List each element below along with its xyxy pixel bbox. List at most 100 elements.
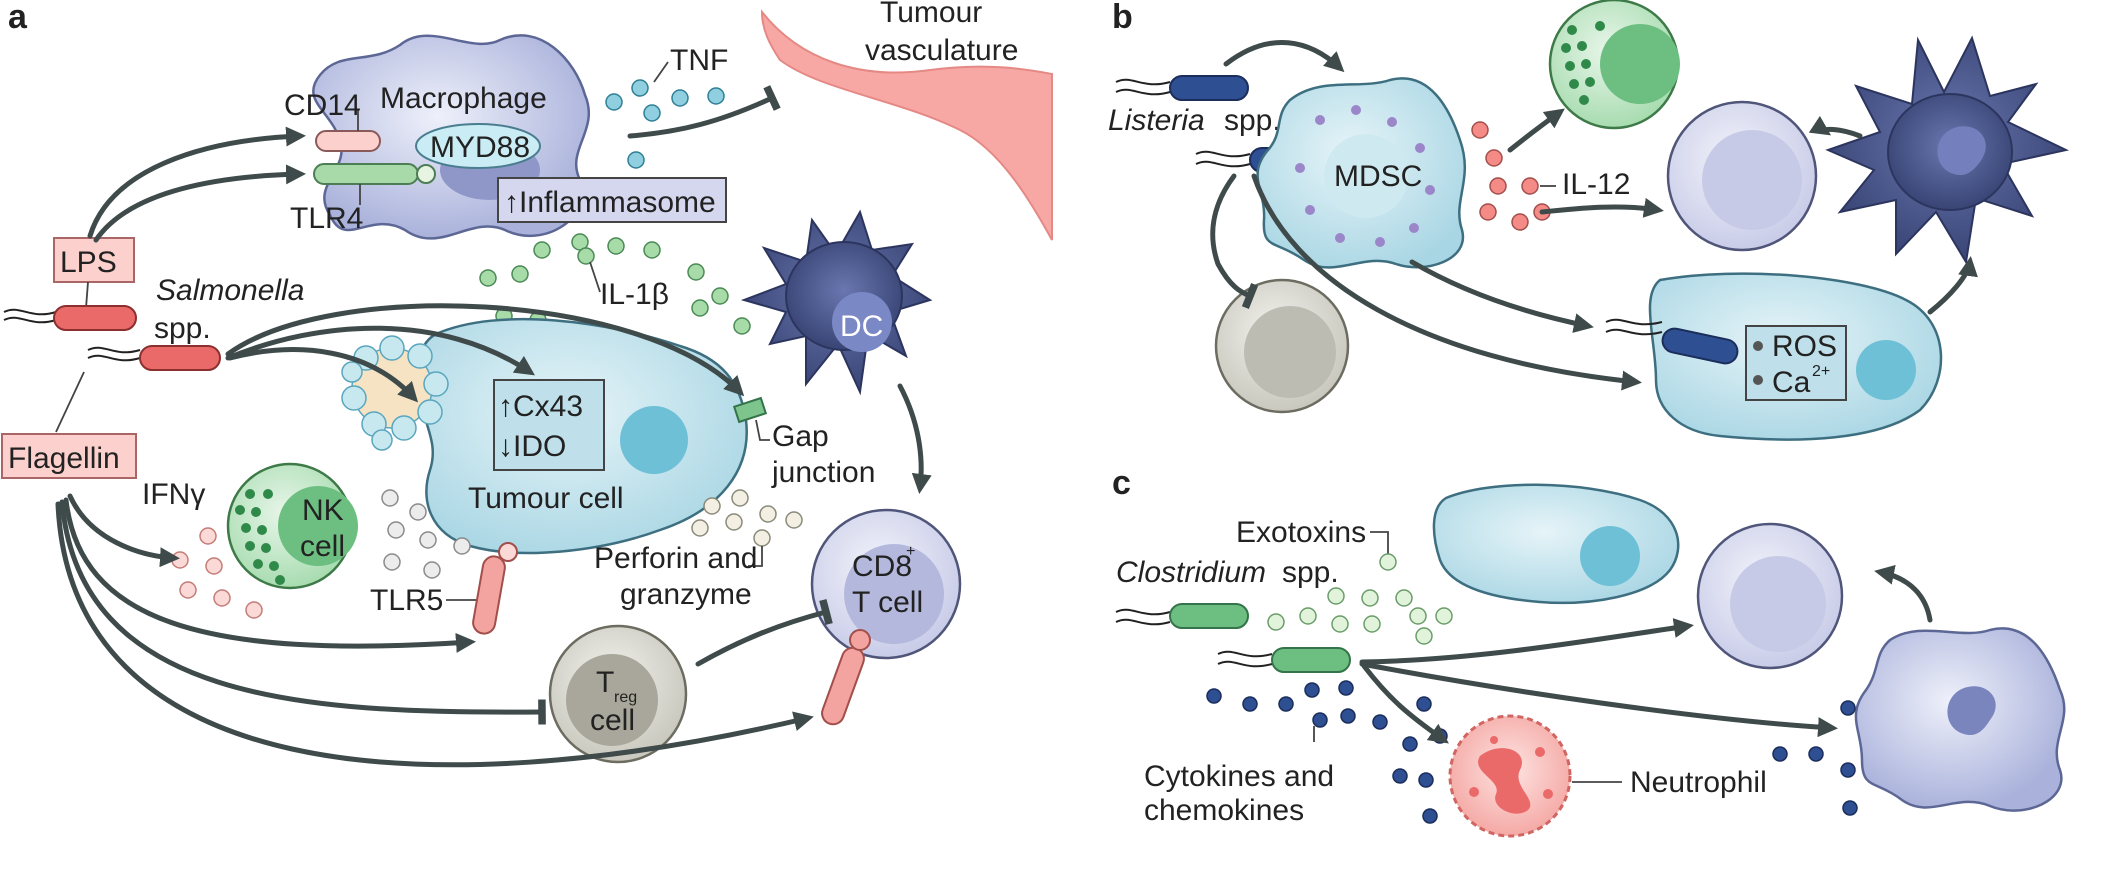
arrow-flagellin-treg-inhibit [59,499,546,725]
tnf-dots [605,79,725,169]
ros-bullet [1753,341,1763,351]
tlr5-label: TLR5 [370,584,443,617]
il12-label: IL-12 [1562,168,1630,201]
panel-label-a: a [8,0,28,36]
bacterium-listeria-1 [1115,75,1249,101]
cd14-receptor [315,130,381,152]
cd8-b-nucleus [1702,130,1802,230]
exotoxins-leader [1370,531,1389,554]
perforin-leader [748,546,763,567]
bacterium-salmonella-1 [3,305,137,331]
tumour-b-nucleus [1856,340,1916,400]
tlr4-head [416,164,436,184]
dc-nucleus [832,292,892,352]
dc-b-nucleus [1937,126,1986,176]
arrow-flagellin-cd8 [55,501,814,768]
mdsc-granules [1295,105,1435,247]
cytokines-label-1: Cytokines and [1144,760,1334,793]
bacterium-clostridium-2 [1217,647,1351,673]
arrow-clostridium-cd8 [1359,618,1694,665]
arrow-salmonella-dc [225,303,745,397]
cd8-label-1: CD8 [852,550,912,583]
nk-secreted-dots [381,489,471,579]
cd8-label-sup: + [906,543,915,560]
bacterium-listeria-3 [1605,318,1739,365]
neutrophil-label: Neutrophil [1630,766,1767,799]
arrow-lps-cd14 [87,126,306,239]
tumour-cell-c [1432,483,1680,605]
gap-junction-leader [755,419,770,441]
cd8-receptor [821,646,865,726]
tnf-label: TNF [670,44,728,77]
tnf-leader [653,61,669,83]
cd8-receptor-head [849,629,871,651]
myd88-label: MYD88 [430,131,530,164]
cd8-label-2: T cell [852,586,923,619]
il12-dots [1471,121,1551,231]
dc-label: DC [840,310,883,343]
perforin-granzyme-dots [691,489,803,547]
arrow-clostridium-neutrophil [1361,663,1449,744]
arrow-mdsc-tumour [1409,259,1594,333]
macrophage-label: Macrophage [380,82,547,115]
tlr4-label: TLR4 [290,202,363,235]
clostridium-spp-label: spp. [1282,556,1339,589]
cd8-c-nucleus [1730,556,1826,652]
lps-label: LPS [60,246,117,279]
perforin-label-2: granzyme [620,578,752,611]
ros-label: ROS [1772,330,1837,363]
bacterium-clostridium-1 [1115,603,1249,629]
flagellin-box [1,433,137,479]
arrow-il12-nk [1507,108,1565,153]
exotoxin-dots [1267,553,1453,645]
ido-label: ↓IDO [498,430,566,463]
il1b-label: IL-1β [600,278,669,311]
grey-cell-b-nucleus [1244,306,1336,398]
cx43-label: ↑Cx43 [498,390,583,423]
gap-junction-label-2: junction [771,456,875,489]
arrow-dc-cd8 [897,383,932,494]
ros-ca-box [1745,325,1847,401]
nk-label-1: NK [302,494,344,527]
arrow-il12-cd8 [1539,197,1664,218]
ca-sup: 2+ [1812,363,1830,380]
tumour-vasculature [760,9,1053,241]
ifng-label: IFNγ [142,478,205,511]
neutrophil-cell [1448,714,1572,838]
nk-granules [235,489,285,585]
nk-nucleus [278,486,358,566]
lps-box [53,237,135,283]
listeria-label: Listeria [1108,104,1205,137]
arrow-clostridium-macrophage [1359,661,1838,738]
panel-label-b: b [1112,0,1133,36]
salmonella-spp-label: spp. [154,312,211,345]
tlr5-head [498,542,518,562]
ca-label: Ca [1772,366,1811,399]
macrophage-c-nucleus [1947,686,1996,736]
arrow-salmonella-tumour [225,325,535,376]
mdsc-nucleus [1324,134,1408,218]
treg-label-cell: cell [590,704,635,737]
arrow-lps-tlr4 [93,164,306,243]
clostridium-label: Clostridium [1116,556,1266,589]
listeria-spp-label: spp. [1224,104,1281,137]
perforin-label-1: Perforin and [594,542,757,575]
tumour-nucleus [620,406,688,474]
arrow-treg-inhibit-cd8 [695,598,833,667]
il1b-leader [589,261,601,293]
bacterium-salmonella-2 [87,345,221,371]
arrow-listeria-mdsc [1223,40,1345,73]
cytokines-label-2: chemokines [1144,794,1304,827]
arrow-salmonella-dying-cell [227,347,419,403]
tlr5-receptor [472,555,506,635]
gap-junction-label-1: Gap [772,420,829,453]
ca-bullet [1753,375,1763,385]
arrow-listeria-inhibit-grey [1210,173,1259,309]
tumour-cell-label: Tumour cell [468,482,624,515]
myd88-ellipse [415,123,541,169]
tumour-vasculature-label-2: vasculature [865,34,1018,67]
mdsc-label: MDSC [1334,160,1422,193]
gap-junction [732,396,768,424]
salmonella-label: Salmonella [156,274,304,307]
